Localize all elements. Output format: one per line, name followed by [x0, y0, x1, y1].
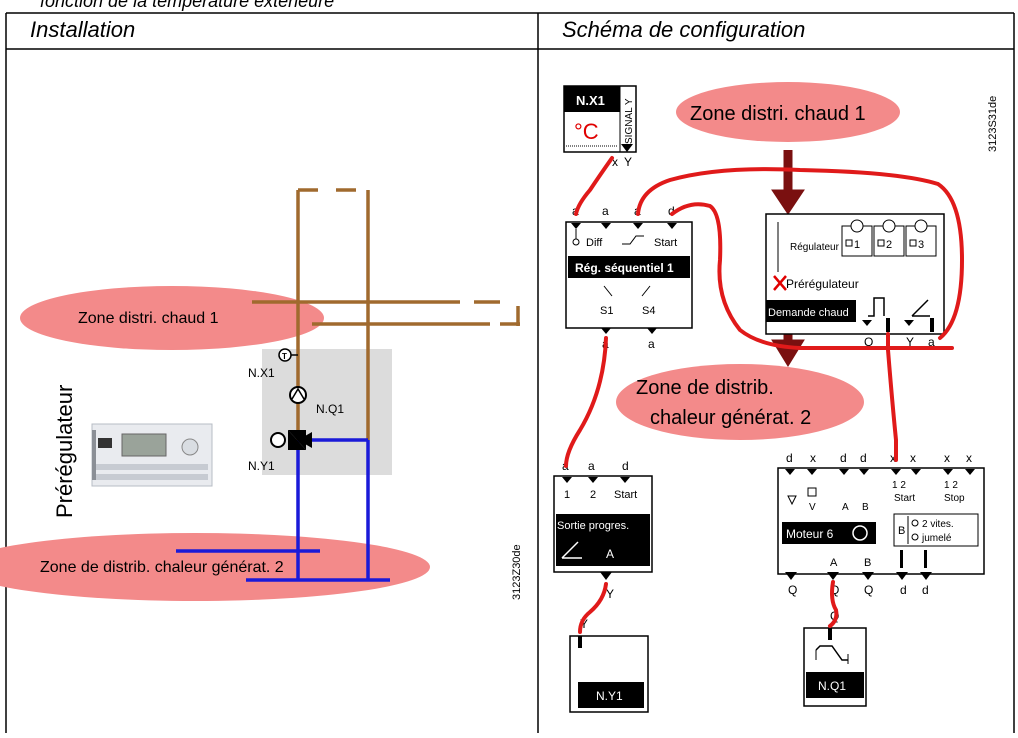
svg-text:1: 1 [854, 239, 860, 251]
svg-text:A: A [606, 547, 614, 561]
moteur-title: Moteur 6 [786, 527, 834, 541]
svg-text:S4: S4 [642, 305, 655, 317]
svg-text:Q: Q [864, 335, 873, 349]
zone-gen-ellipse [0, 533, 430, 601]
svg-text:Q: Q [830, 583, 839, 597]
seq-title: Rég. séquentiel 1 [575, 261, 674, 275]
installation-panel: Zone distri. chaud 1 T N.X1 [0, 188, 523, 601]
pump-label: N.Q1 [316, 402, 344, 416]
svg-text:1: 1 [564, 489, 570, 501]
preregulateur-label: Prérégulateur [786, 277, 859, 291]
svg-text:jumelé: jumelé [921, 533, 952, 544]
svg-text:x: x [966, 451, 972, 465]
svg-text:d: d [900, 583, 907, 597]
svg-text:Régulateur: Régulateur [790, 242, 840, 253]
zone-gen-label: Zone de distrib. chaleur générat. 2 [40, 559, 284, 576]
svg-text:Start: Start [614, 489, 637, 501]
svg-text:V: V [809, 502, 816, 513]
motor-block: d x d d x x x x V A B 1 2 Start 1 2 Stop [777, 451, 985, 597]
pump-icon [289, 386, 307, 404]
svg-text:Start: Start [894, 493, 915, 504]
red-wiring [564, 156, 965, 634]
svg-text:Y: Y [906, 335, 914, 349]
header-config: Schéma de configuration [562, 17, 805, 42]
blue-piping [176, 438, 390, 582]
svg-text:A: A [830, 557, 838, 569]
svg-text:Start: Start [654, 237, 677, 249]
svg-text:2: 2 [886, 239, 892, 251]
cfg-zone-gen-line1: Zone de distrib. [636, 377, 774, 399]
svg-text:Stop: Stop [944, 493, 965, 504]
cfg-zone-gen-line2: chaleur générat. 2 [650, 407, 811, 429]
nq1-label: N.Q1 [818, 679, 846, 693]
svg-text:B: B [898, 525, 905, 537]
svg-text:2: 2 [590, 489, 596, 501]
svg-text:a: a [928, 335, 935, 349]
svg-text:x: x [890, 451, 896, 465]
vertical-label: Prérégulateur [52, 385, 77, 518]
nx1-block: N.X1 °C SIGNAL Y x Y [563, 85, 637, 169]
demande-chaud-label: Demande chaud [768, 307, 849, 319]
top-caption: fonction de la température extérieure [40, 0, 334, 11]
svg-text:d: d [860, 451, 867, 465]
nx1-signal: SIGNAL Y [624, 98, 635, 144]
sortie-title: Sortie progres. [557, 520, 629, 532]
zone-hot-label: Zone distri. chaud 1 [78, 310, 219, 327]
svg-text:d: d [622, 459, 629, 473]
svg-text:a: a [602, 204, 609, 218]
controller-device-image [91, 423, 213, 487]
installation-doc-id: 3123Z30de [511, 544, 523, 600]
svg-text:1 2: 1 2 [944, 480, 958, 491]
svg-text:Y: Y [606, 587, 614, 601]
svg-text:Y: Y [624, 155, 632, 169]
svg-text:d: d [840, 451, 847, 465]
svg-text:d: d [786, 451, 793, 465]
svg-text:x: x [612, 155, 618, 169]
svg-text:S1: S1 [600, 305, 613, 317]
svg-text:A: A [842, 502, 849, 513]
svg-text:x: x [910, 451, 916, 465]
nq1-block: Q N.Q1 [803, 609, 867, 707]
ny1-label: N.Y1 [596, 689, 623, 703]
svg-text:3: 3 [918, 239, 924, 251]
svg-text:Diff: Diff [586, 237, 603, 249]
svg-text:Q: Q [788, 583, 797, 597]
svg-text:a: a [588, 459, 595, 473]
config-doc-id: 3123S31de [987, 96, 999, 152]
cfg-zone-hot-ellipse [676, 82, 900, 142]
sensor-label: N.X1 [248, 366, 275, 380]
svg-text:B: B [864, 557, 871, 569]
svg-text:T: T [282, 352, 287, 361]
header-installation: Installation [30, 17, 135, 42]
svg-text:Q: Q [864, 583, 873, 597]
svg-text:x: x [810, 451, 816, 465]
regulator-block: Régulateur 1 2 3 Prérégulateur Demande c… [765, 213, 945, 349]
zone-hot-ellipse [20, 286, 324, 350]
svg-text:1 2: 1 2 [892, 480, 906, 491]
progressive-output-block: a a d 1 2 Start Sortie progres. A Y [553, 459, 653, 601]
svg-text:a: a [648, 337, 655, 351]
svg-text:x: x [944, 451, 950, 465]
cfg-zone-hot-label: Zone distri. chaud 1 [690, 103, 866, 125]
nx1-unit: °C [574, 119, 599, 144]
controller-area [262, 349, 392, 475]
svg-text:Y: Y [580, 617, 588, 631]
config-panel: 3123S31de Zone distri. chaud 1 Zone de d… [553, 82, 999, 713]
svg-text:2 vites.: 2 vites. [922, 519, 954, 530]
cfg-zone-gen-ellipse [616, 364, 864, 440]
valve-label: N.Y1 [248, 459, 275, 473]
seq-controller-block: a a a d Diff Start Rég. séquentiel 1 S1 … [565, 204, 693, 351]
svg-text:d: d [922, 583, 929, 597]
svg-text:d: d [668, 204, 675, 218]
nx1-title: N.X1 [576, 93, 605, 108]
three-way-valve-icon [270, 430, 312, 450]
table-frame [5, 12, 1015, 733]
ny1-block: Y N.Y1 [569, 617, 649, 713]
svg-text:B: B [862, 502, 869, 513]
